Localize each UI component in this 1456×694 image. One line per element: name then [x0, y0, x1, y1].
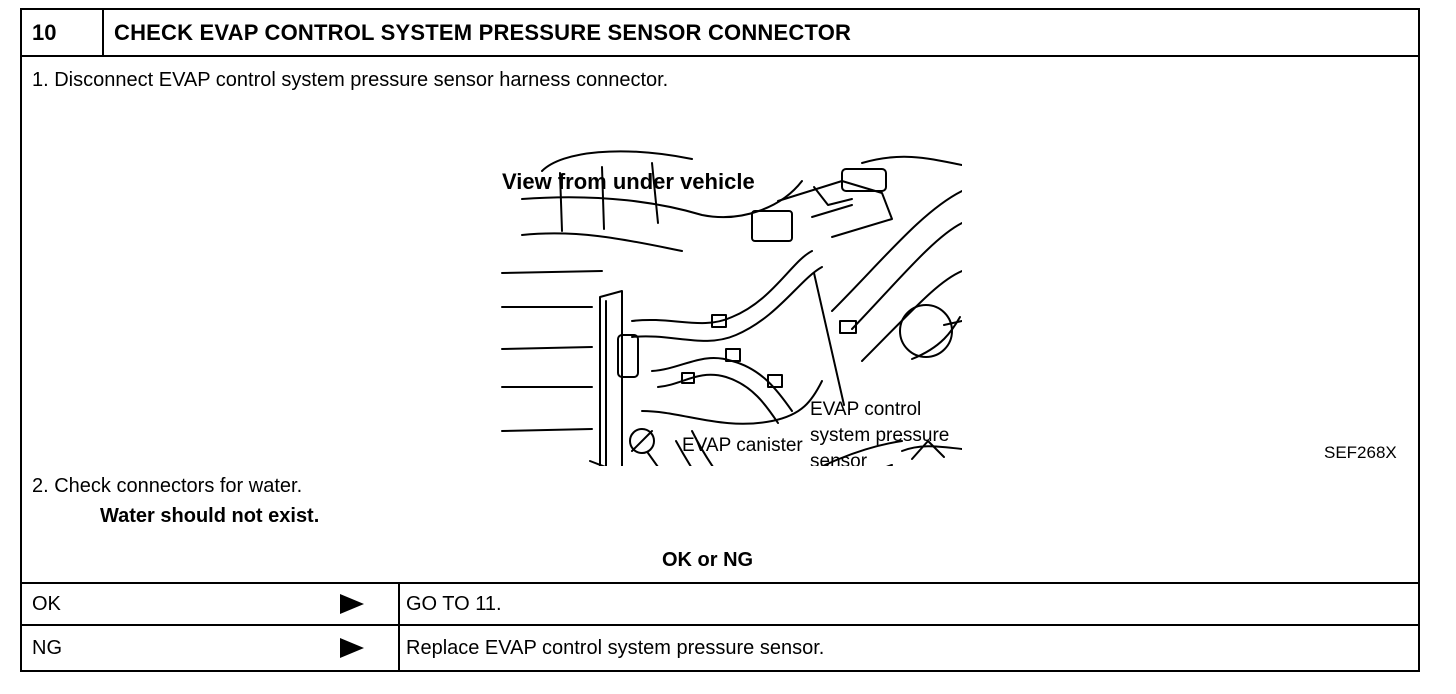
- result-divider: [398, 584, 400, 624]
- step-number: 10: [22, 10, 104, 55]
- result-key: OK: [32, 593, 61, 615]
- instruction-step-2-spec: Water should not exist.: [100, 505, 320, 527]
- step-header: 10 CHECK EVAP CONTROL SYSTEM PRESSURE SE…: [22, 10, 1418, 57]
- instruction-step-1: 1. Disconnect EVAP control system pressu…: [32, 69, 669, 91]
- figure-code: SEF268X: [1324, 443, 1397, 462]
- component-location-figure: View from under vehicle EVAP control sys…: [501, 150, 962, 466]
- figure-callout-canister: EVAP canister: [682, 435, 803, 456]
- figure-callout-sensor-line1: EVAP control: [810, 399, 921, 420]
- figure-callout-sensor-line2: system pressure: [810, 425, 949, 446]
- instruction-step-2: 2. Check connectors for water.: [32, 475, 303, 497]
- result-action: GO TO 11.: [406, 593, 502, 615]
- step-body: 1. Disconnect EVAP control system pressu…: [22, 57, 1418, 582]
- result-key: NG: [32, 637, 62, 659]
- result-row-ok: OK GO TO 11.: [22, 582, 1418, 624]
- figure-view-label: View from under vehicle: [502, 169, 755, 194]
- figure-callout-sensor-line3: sensor: [810, 451, 868, 466]
- right-triangle-icon: [340, 594, 364, 614]
- right-triangle-icon: [340, 638, 364, 658]
- result-divider: [398, 626, 400, 670]
- result-action: Replace EVAP control system pressure sen…: [406, 637, 825, 659]
- decision-label: OK or NG: [662, 549, 754, 571]
- result-row-ng: NG Replace EVAP control system pressure …: [22, 624, 1418, 670]
- procedure-table: 10 CHECK EVAP CONTROL SYSTEM PRESSURE SE…: [20, 8, 1420, 672]
- step-title: CHECK EVAP CONTROL SYSTEM PRESSURE SENSO…: [114, 20, 852, 45]
